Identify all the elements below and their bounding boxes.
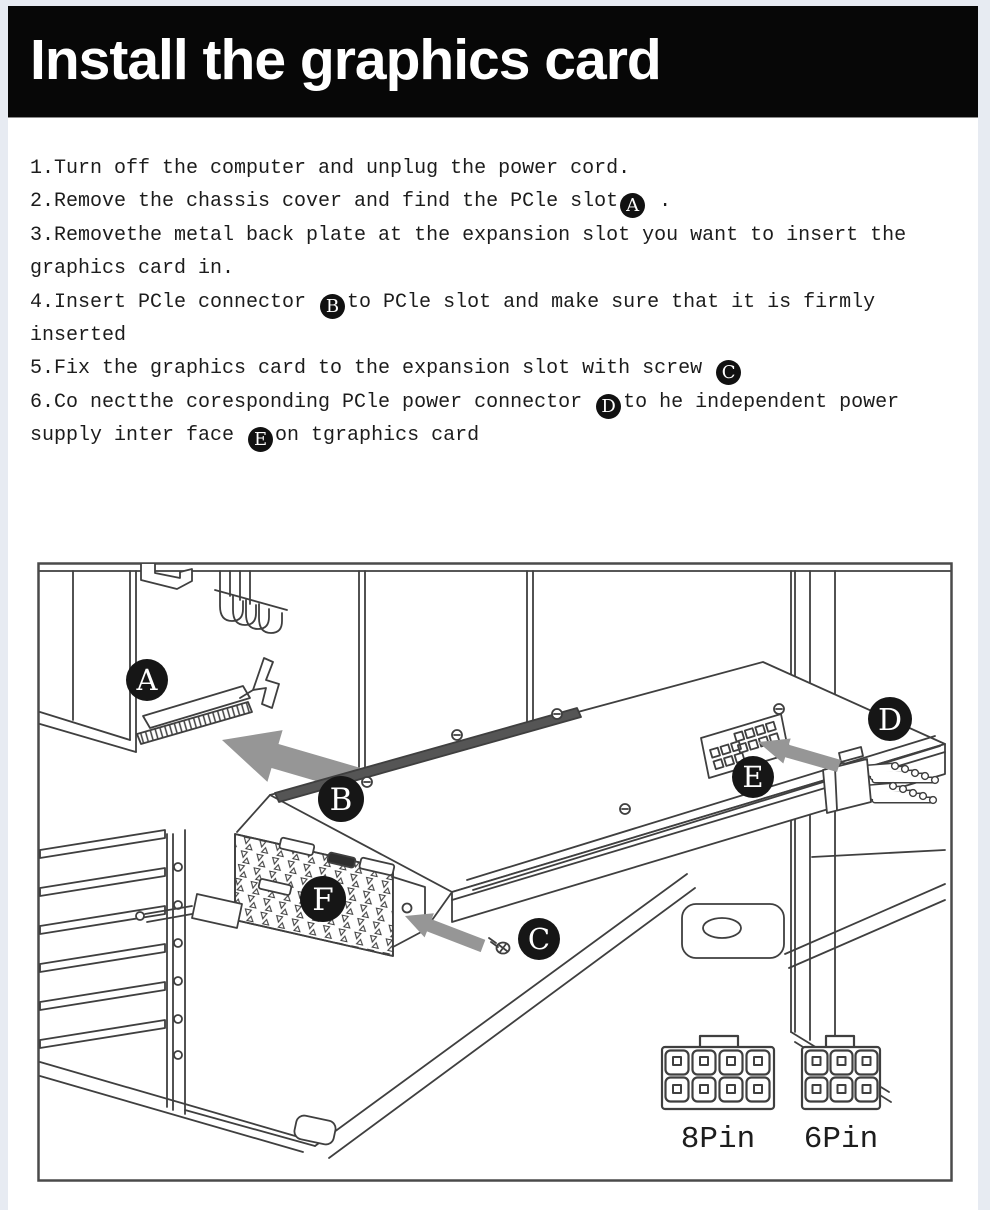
cable-wires	[863, 761, 940, 805]
letter-badge-c: C	[716, 360, 742, 386]
instruction-line: 3.Removethe metal back plate at the expa…	[30, 223, 907, 247]
dvi-port	[257, 878, 293, 896]
cable-plug	[191, 893, 243, 929]
instruction-line: 6.Co nectthe coresponding PCle power con…	[30, 390, 900, 419]
graphics-card	[236, 661, 946, 931]
header-bar: Install the graphics card	[8, 6, 978, 118]
diagram-badges: A B C D E F	[126, 659, 912, 960]
svg-text:F: F	[312, 882, 334, 918]
letter-badge-e: E	[248, 427, 274, 453]
six-pin-label: 6Pin	[804, 1122, 878, 1157]
badge-a	[126, 659, 168, 701]
eight-pin-diagram	[660, 1034, 776, 1111]
six-pin-diagram	[800, 1034, 882, 1111]
badge-d	[868, 697, 912, 741]
screw-hole	[401, 902, 413, 914]
power-cable	[758, 738, 940, 814]
mounting-screw	[405, 913, 511, 955]
plug-arrow	[758, 738, 841, 772]
hdmi-port	[326, 851, 357, 869]
retention-clips	[214, 570, 288, 634]
svg-text:A: A	[136, 663, 159, 697]
diagram-container: 8Pin 6Pin A B C D E F	[37, 562, 953, 1182]
displayport-port	[358, 856, 396, 877]
case-foot-left	[293, 1114, 337, 1146]
page-title: Install the graphics card	[30, 27, 662, 92]
slot-latch	[252, 657, 280, 709]
plug-clip	[838, 746, 864, 763]
svg-text:E: E	[742, 760, 763, 794]
expansion-slot-covers	[39, 829, 186, 1115]
pcie-slot	[136, 657, 280, 745]
badge-e	[732, 756, 774, 798]
page: Install the graphics card 1.Turn off the…	[8, 6, 978, 1210]
badge-f	[300, 876, 346, 922]
screw-arrow	[405, 913, 486, 953]
instruction-line: 2.Remove the chassis cover and find the …	[30, 190, 672, 219]
instruction-line: graphics card in.	[30, 257, 235, 281]
letter-badge-d: D	[596, 393, 622, 419]
installation-diagram: 8Pin 6Pin A B C D E F	[37, 562, 953, 1182]
instruction-line: inserted	[30, 324, 127, 348]
case-bottom	[39, 873, 946, 1159]
svg-text:D: D	[878, 703, 902, 738]
badge-b	[318, 776, 364, 822]
svg-text:B: B	[330, 782, 353, 818]
badge-c	[518, 918, 560, 960]
eight-pin-label: 8Pin	[681, 1122, 755, 1157]
pcie-edge-connector	[274, 707, 582, 803]
letter-badge-a: A	[620, 193, 646, 219]
instructions: 1.Turn off the computer and unplug the p…	[30, 152, 960, 453]
displayport-port	[278, 836, 316, 857]
top-bracket	[140, 563, 193, 590]
svg-text:C: C	[528, 922, 550, 956]
instruction-line: 5.Fix the graphics card to the expansion…	[30, 352, 960, 386]
letter-badge-b: B	[320, 293, 346, 319]
instruction-line: 1.Turn off the computer and unplug the p…	[30, 157, 631, 180]
